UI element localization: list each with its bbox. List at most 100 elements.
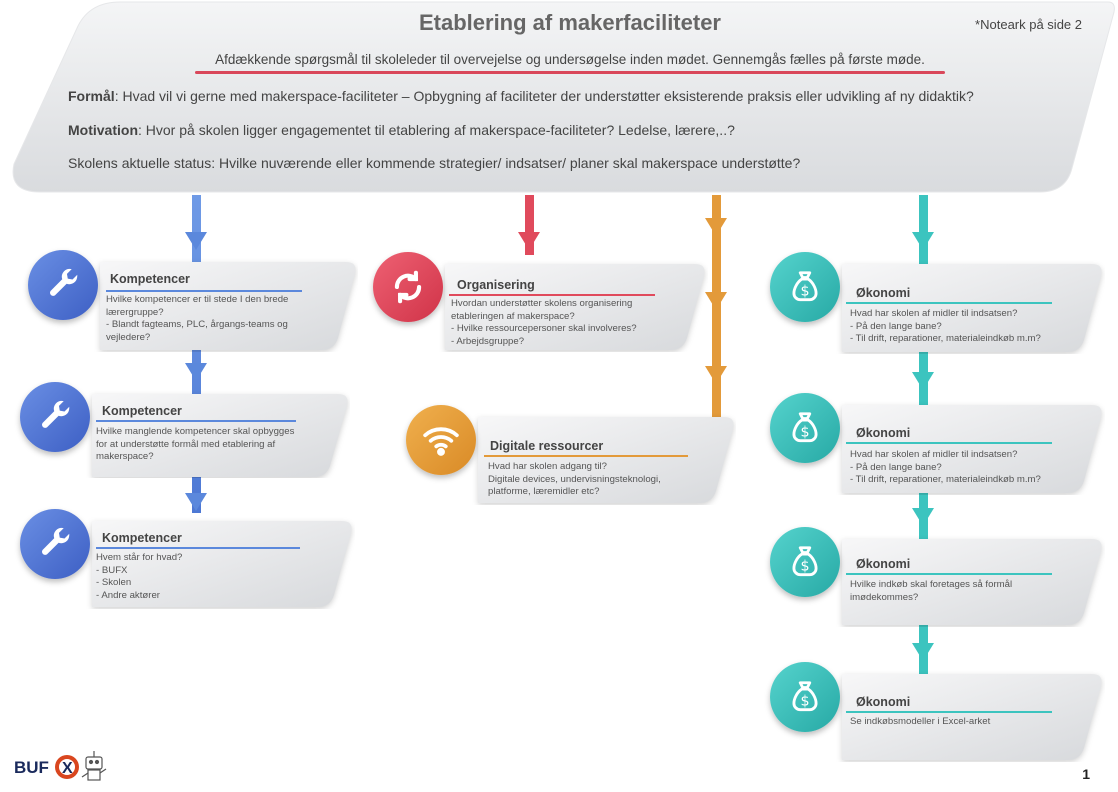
card-background bbox=[842, 405, 1102, 493]
card-title-rule bbox=[96, 547, 300, 549]
card-line: Hvilke indkøb skal foretages så formål bbox=[850, 579, 1013, 590]
card-line: imødekommes? bbox=[850, 591, 919, 603]
arrow-blue-1 bbox=[185, 232, 207, 250]
card-line: - Til drift, reparationer, materialeindk… bbox=[850, 474, 1041, 485]
card-kompetencer-3: Kompetencer Hvem står for hvad? - BUFX -… bbox=[20, 509, 355, 609]
card-body: Hvad har skolen adgang til? Digitale dev… bbox=[488, 461, 661, 499]
motivation-label: Motivation bbox=[68, 122, 138, 138]
note-text: *Noteark på side 2 bbox=[975, 17, 1082, 32]
connector-red bbox=[525, 195, 534, 255]
status-line: Skolens aktuelle status: Hvilke nuværend… bbox=[68, 155, 801, 171]
arrow-teal-4 bbox=[912, 643, 934, 661]
bufx-logo: BUF X bbox=[14, 743, 124, 785]
card-line: Hvilke kompetencer er til stede I den br… bbox=[106, 294, 289, 305]
card-line: - På den lange bane? bbox=[850, 461, 942, 473]
card-kompetencer-1: Kompetencer Hvilke kompetencer er til st… bbox=[28, 250, 358, 352]
logo-text: BUF bbox=[14, 758, 49, 777]
card-title: Digitale ressourcer bbox=[490, 439, 604, 453]
card-kompetencer-2: Kompetencer Hvilke manglende kompetencer… bbox=[20, 382, 350, 478]
card-background bbox=[842, 264, 1102, 352]
card-title: Økonomi bbox=[856, 426, 911, 440]
money-bag-icon: $ bbox=[770, 393, 840, 463]
arrow-teal-3 bbox=[912, 508, 934, 526]
arrow-teal-1 bbox=[912, 232, 934, 250]
card-okonomi-4: $ Økonomi Se indkøbsmodeller i Excel-ark… bbox=[770, 662, 1105, 762]
card-title: Kompetencer bbox=[102, 531, 182, 545]
card-line: Hvem står for hvad? bbox=[96, 552, 183, 563]
arrow-orange-2 bbox=[705, 292, 727, 310]
card-background bbox=[445, 264, 705, 350]
card-body: Hvad har skolen af midler til indsatsen?… bbox=[850, 308, 1041, 346]
card-line: makerspace? bbox=[96, 451, 154, 462]
formaal-line: Formål: Hvad vil vi gerne med makerspace… bbox=[68, 88, 974, 104]
card-digitale-ressourcer: Digitale ressourcer Hvad har skolen adga… bbox=[406, 405, 736, 505]
svg-text:$: $ bbox=[800, 284, 809, 300]
card-line: - Arbejdsgruppe? bbox=[451, 335, 525, 347]
card-title: Kompetencer bbox=[110, 272, 190, 286]
card-line: etableringen af makerspace? bbox=[451, 310, 575, 322]
card-organisering: Organisering Hvordan understøtter skolen… bbox=[373, 252, 708, 352]
arrow-orange-3 bbox=[705, 366, 727, 384]
card-title-rule bbox=[484, 455, 688, 457]
card-line: Hvilke manglende kompetencer skal opbygg… bbox=[96, 426, 295, 437]
money-bag-icon: $ bbox=[770, 662, 840, 732]
card-okonomi-1: $ Økonomi Hvad har skolen af midler til … bbox=[770, 252, 1105, 354]
card-title-rule bbox=[846, 573, 1052, 575]
motivation-line: Motivation: Hvor på skolen ligger engage… bbox=[68, 122, 735, 138]
refresh-icon bbox=[373, 252, 443, 322]
card-body: Se indkøbsmodeller i Excel-arket bbox=[850, 716, 990, 729]
card-line: - På den lange bane? bbox=[850, 320, 942, 332]
arrow-teal-2 bbox=[912, 372, 934, 390]
svg-text:$: $ bbox=[800, 559, 809, 575]
svg-text:$: $ bbox=[800, 694, 809, 710]
card-line: lærergruppe? bbox=[106, 306, 164, 318]
card-line: Hvad har skolen adgang til? bbox=[488, 461, 607, 472]
subtitle-underline bbox=[195, 71, 945, 74]
card-line: - Skolen bbox=[96, 577, 132, 588]
wrench-icon bbox=[20, 382, 90, 452]
card-line: - Blandt fagteams, PLC, årgangs-teams og bbox=[106, 319, 288, 330]
card-line: Hvad har skolen af midler til indsatsen? bbox=[850, 308, 1018, 319]
logo-x: X bbox=[62, 760, 73, 777]
arrow-red-1 bbox=[518, 232, 540, 250]
formaal-text: : Hvad vil vi gerne med makerspace-facil… bbox=[114, 88, 974, 104]
card-body: Hvad har skolen af midler til indsatsen?… bbox=[850, 449, 1041, 487]
card-line: - Til drift, reparationer, materialeindk… bbox=[850, 333, 1041, 344]
card-body: Hvilke indkøb skal foretages så formål i… bbox=[850, 579, 1012, 604]
card-line: - Hvilke ressourcepersoner skal involver… bbox=[451, 323, 637, 334]
card-line: Hvordan understøtter skolens organiserin… bbox=[451, 298, 633, 309]
card-title: Organisering bbox=[457, 278, 535, 292]
card-line: Se indkøbsmodeller i Excel-arket bbox=[850, 716, 991, 727]
card-title: Kompetencer bbox=[102, 404, 182, 418]
card-background bbox=[92, 394, 348, 477]
card-line: - BUFX bbox=[96, 564, 128, 576]
wrench-icon bbox=[28, 250, 98, 320]
card-body: Hvilke kompetencer er til stede I den br… bbox=[106, 294, 288, 344]
wifi-icon bbox=[406, 405, 476, 475]
card-okonomi-2: $ Økonomi Hvad har skolen af midler til … bbox=[770, 393, 1105, 495]
arrow-blue-3 bbox=[185, 493, 207, 511]
card-title: Økonomi bbox=[856, 557, 911, 571]
card-body: Hvordan understøtter skolens organiserin… bbox=[451, 298, 637, 348]
card-line: vejledere? bbox=[106, 331, 151, 343]
card-title: Økonomi bbox=[856, 695, 911, 709]
card-okonomi-3: $ Økonomi Hvilke indkøb skal foretages s… bbox=[770, 527, 1105, 627]
subtitle: Afdækkende spørgsmål til skoleleder til … bbox=[215, 52, 925, 67]
wrench-icon bbox=[20, 509, 90, 579]
card-background bbox=[92, 521, 352, 607]
svg-text:$: $ bbox=[800, 425, 809, 441]
motivation-text: : Hvor på skolen ligger engagementet til… bbox=[138, 122, 735, 138]
card-background bbox=[100, 262, 356, 350]
card-title-rule bbox=[106, 290, 302, 292]
card-background bbox=[478, 417, 734, 503]
card-line: Hvad har skolen af midler til indsatsen? bbox=[850, 449, 1018, 460]
card-title-rule bbox=[846, 711, 1052, 713]
card-background bbox=[842, 674, 1102, 760]
card-line: - Andre aktører bbox=[96, 589, 160, 601]
arrow-blue-2 bbox=[185, 363, 207, 381]
header-banner bbox=[12, 1, 1115, 193]
card-title-rule bbox=[449, 294, 655, 296]
robot-icon bbox=[81, 751, 107, 781]
connector-blue bbox=[192, 195, 201, 513]
card-line: for at understøtte formål med etablering… bbox=[96, 438, 276, 450]
